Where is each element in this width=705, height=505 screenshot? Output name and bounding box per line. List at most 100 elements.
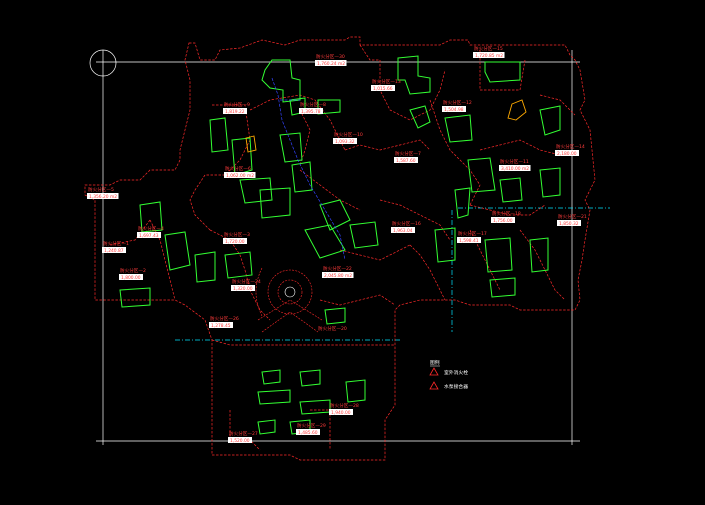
zone-area: 1,720.00	[225, 239, 245, 245]
zone-name: 防火分区—29	[297, 422, 326, 429]
zone-area: 1,756.00	[493, 218, 513, 224]
zone-name: 防火分区—1	[103, 240, 129, 247]
zone-area: 1,485.60	[298, 430, 318, 436]
legend-item-hydrant: 室外消火栓	[429, 367, 468, 376]
zone-label: 防火分区—151,720.85 m2	[473, 45, 505, 59]
zone-name: 防火分区—15	[474, 45, 503, 52]
zone-label: 防火分区—91,819.22	[223, 101, 250, 115]
zone-name: 防火分区—24	[232, 278, 261, 285]
zone-area: 1,720.85 m2	[475, 53, 503, 59]
zone-value-box	[299, 108, 323, 114]
zone-area: 1,015.66	[373, 86, 393, 92]
zone-area: 1,320.00	[233, 286, 253, 292]
zone-value-box	[557, 220, 581, 226]
zone-name: 防火分区—9	[224, 101, 250, 108]
zone-area: 1,240.87	[104, 248, 124, 254]
zone-name: 防火分区—28	[330, 402, 359, 409]
zone-value-box	[442, 106, 466, 112]
zone-label: 防火分区—81,395.78	[299, 101, 326, 115]
zone-value-box	[231, 285, 255, 291]
legend: 图例 室外消火栓 水泵接合器	[429, 359, 468, 390]
zone-name: 防火分区—20	[318, 325, 347, 332]
zone-label: 防火分区—21,800.00	[119, 267, 146, 281]
legend-item-label: 室外消火栓	[444, 369, 468, 376]
zone-label: 防火分区—121,504.98	[442, 99, 472, 113]
zone-value-box	[228, 437, 252, 443]
zone-label: 防火分区—41,697.43	[137, 225, 164, 239]
zone-area: 1,800.00	[121, 275, 141, 281]
zone-value-box	[322, 272, 354, 278]
zone-value-box	[119, 274, 143, 280]
zone-area: 1,587.60	[396, 158, 416, 164]
zone-name: 防火分区—26	[210, 315, 239, 322]
zone-value-box	[371, 85, 395, 91]
zone-name: 防火分区—2	[120, 267, 146, 274]
zone-area: 1,819.22	[225, 109, 245, 115]
zone-value-box	[394, 157, 418, 163]
zone-name: 防火分区—4	[138, 225, 164, 232]
route-lines	[271, 77, 346, 261]
zone-area: 2,180.00	[557, 151, 577, 157]
building-outlines	[119, 55, 561, 435]
zone-area: 1,850.32	[559, 221, 579, 227]
zone-area: 1,760.24 m2	[317, 61, 345, 67]
zone-label: 防火分区—301,760.24 m2	[315, 53, 347, 67]
zone-name: 防火分区—16	[392, 220, 421, 227]
zone-name: 防火分区—18	[492, 210, 521, 217]
zone-value-box	[329, 409, 353, 415]
zone-label: 防火分区—211,850.32	[557, 213, 587, 227]
zone-area: 1,697.43	[139, 233, 159, 239]
zone-label: 防火分区—142,180.00	[555, 143, 585, 157]
zone-value-box	[499, 165, 531, 171]
zone-area: 1,062.00 m2	[226, 173, 254, 179]
zone-name: 防火分区—7	[395, 150, 421, 157]
triangle-icon	[429, 381, 439, 390]
zone-label: 防火分区—171,598.41	[457, 230, 487, 244]
zone-label: 防火分区—61,062.00 m2	[224, 165, 256, 179]
frame-lines	[89, 49, 580, 445]
zone-label: 防火分区—51,356.20 m2	[87, 186, 119, 200]
zone-area: 1,940.00	[331, 410, 351, 416]
zone-value-box	[224, 172, 256, 178]
zone-label: 防火分区—20	[318, 325, 347, 332]
zone-label: 防火分区—31,720.00	[223, 231, 250, 245]
zone-name: 防火分区—21	[558, 213, 587, 220]
zone-name: 防火分区—13	[372, 78, 401, 85]
zone-label: 防火分区—291,485.60	[296, 422, 326, 436]
zone-label: 防火分区—131,015.66	[371, 78, 401, 92]
legend-item-label: 水泵接合器	[444, 383, 468, 390]
zone-value-box	[555, 150, 579, 156]
triangle-icon	[429, 367, 439, 376]
zone-name: 防火分区—22	[323, 265, 352, 272]
zone-label: 防火分区—11,240.87	[102, 240, 129, 254]
zone-labels: 防火分区—151,720.85 m2防火分区—131,015.66防火分区—12…	[87, 45, 587, 444]
zone-value-box	[296, 429, 320, 435]
zone-label: 防火分区—241,320.00	[231, 278, 261, 292]
zone-label: 防火分区—261,278.45	[209, 315, 239, 329]
zone-name: 防火分区—27	[229, 430, 258, 437]
zone-name: 防火分区—14	[556, 143, 585, 150]
zone-name: 防火分区—10	[334, 131, 363, 138]
zone-value-box	[102, 247, 126, 253]
zone-area: 1,504.98	[444, 107, 464, 113]
zone-label: 防火分区—113,410.00 m2	[499, 158, 531, 172]
zone-label: 防火分区—161,963.04	[391, 220, 421, 234]
zone-label: 防火分区—101,093.32	[333, 131, 363, 145]
zone-value-box	[391, 227, 415, 233]
zone-area: 1,093.32	[335, 139, 355, 145]
zone-name: 防火分区—11	[500, 158, 529, 165]
zone-label: 防火分区—271,520.00	[228, 430, 258, 444]
rotunda-structure	[255, 267, 323, 333]
zone-value-box	[333, 138, 357, 144]
grid-axis-circle-icon	[89, 49, 117, 77]
zone-value-box	[223, 108, 247, 114]
zone-name: 防火分区—3	[224, 231, 250, 238]
legend-item-pump-connector: 水泵接合器	[429, 381, 468, 390]
zone-area: 3,410.00 m2	[501, 166, 529, 172]
zone-area: 1,395.78	[301, 109, 321, 115]
zone-area: 1,278.45	[211, 323, 231, 329]
zone-value-box	[315, 60, 347, 66]
zone-name: 防火分区—5	[88, 186, 114, 193]
